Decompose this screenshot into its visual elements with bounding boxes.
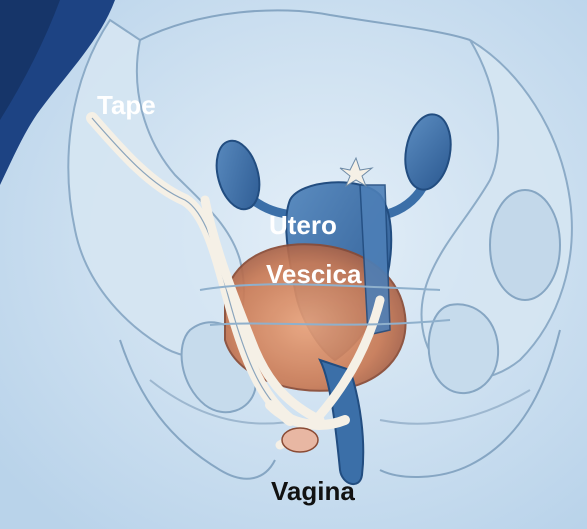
label-vagina: Vagina xyxy=(271,478,355,504)
label-bladder: Vescica xyxy=(266,261,361,287)
label-tape: Tape xyxy=(97,92,156,118)
right-obturator xyxy=(429,304,498,393)
right-acetabulum xyxy=(490,190,560,300)
label-uterus: Utero xyxy=(269,212,337,238)
urethra-detail xyxy=(282,428,318,452)
